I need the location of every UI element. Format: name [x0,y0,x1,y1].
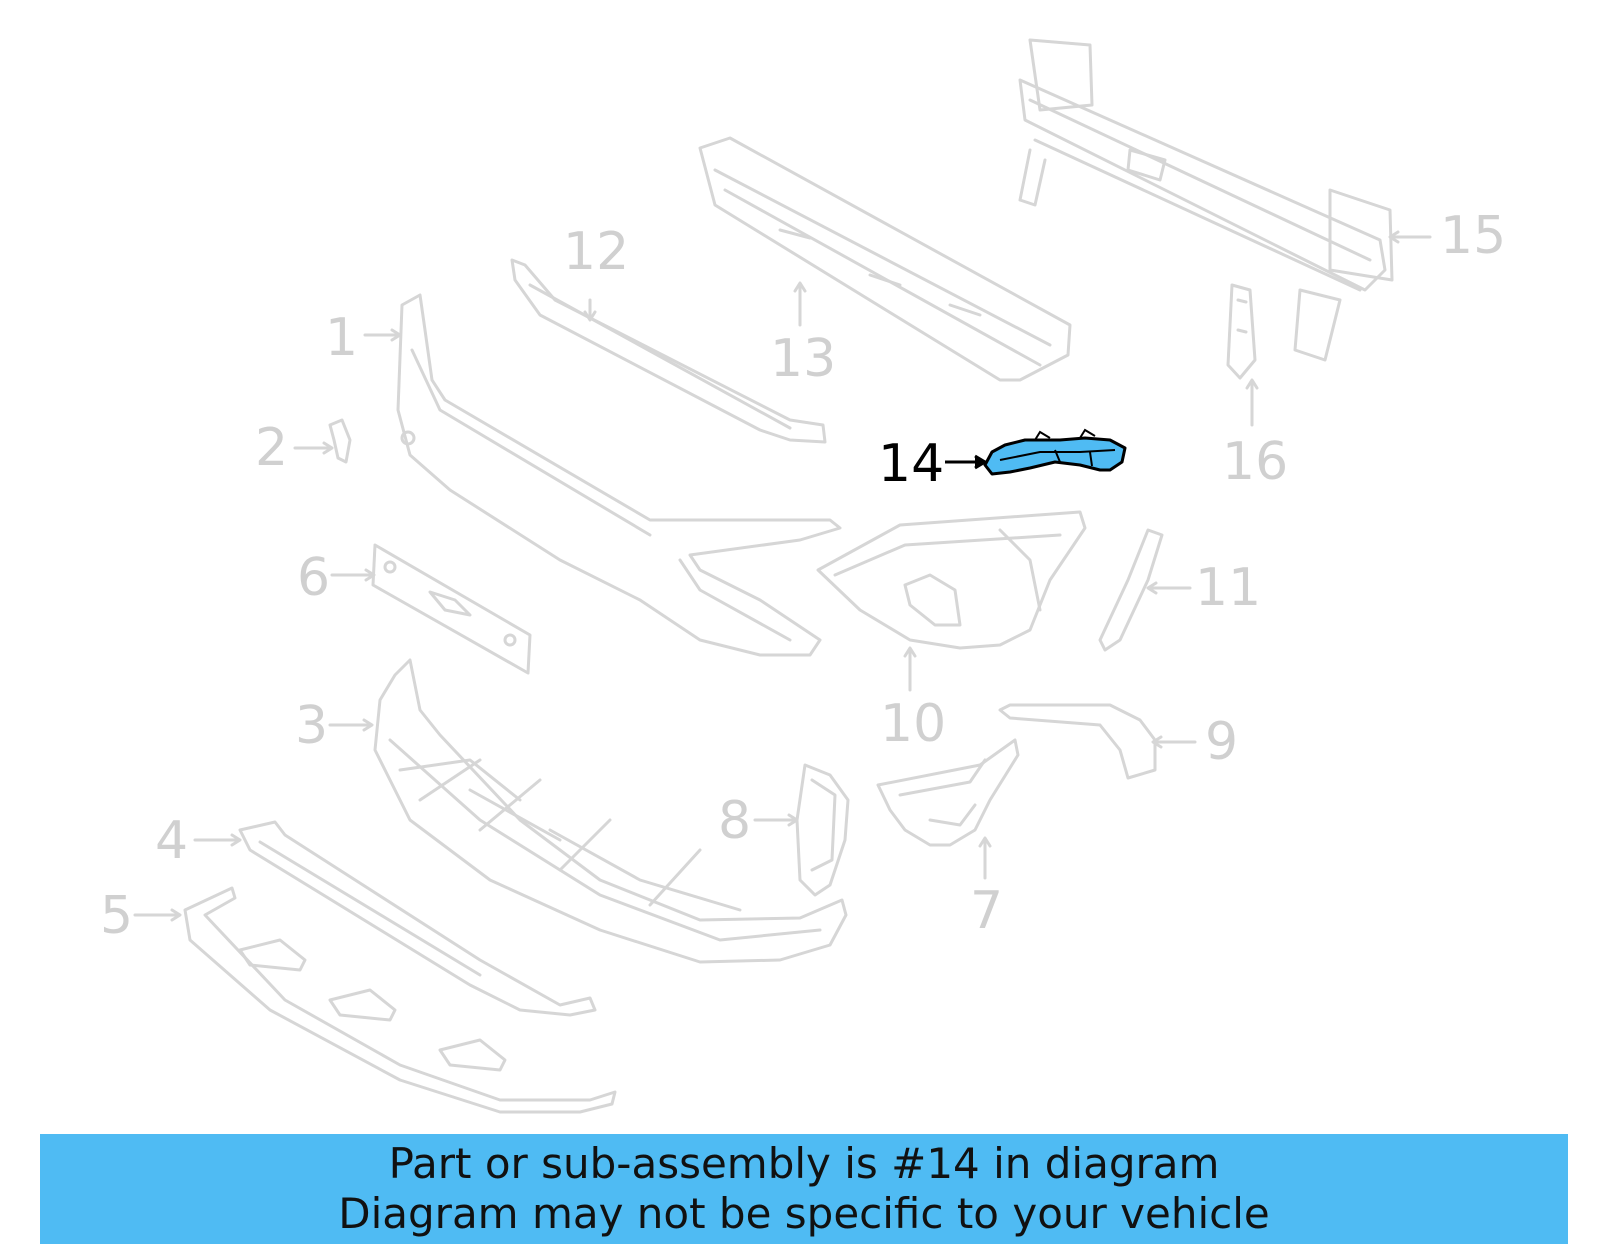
callout-6: 6 [297,548,331,608]
part-15-bumper-reinforcement [1018,38,1394,362]
callout-10: 10 [880,694,947,754]
callout-14: 14 [878,434,945,494]
callout-leaders [133,230,1432,922]
part-8-bezel-left [795,763,850,897]
callout-16: 16 [1222,432,1289,492]
part-7-fog-bezel [876,738,1020,847]
info-banner: Part or sub-assembly is #14 in diagram D… [40,1134,1568,1244]
callout-11: 11 [1195,558,1262,618]
callout-4: 4 [155,811,189,871]
callout-12: 12 [563,222,630,282]
part-9-garnish [998,703,1157,780]
part-14-highlighted-bracket [983,428,1127,476]
callout-8: 8 [718,791,752,851]
part-10-fog-housing [816,510,1087,650]
part-13-energy-absorber [698,136,1072,382]
part-11-side-trim [1098,528,1164,652]
callout-3: 3 [295,696,329,756]
part-3-lower-grille [373,658,848,964]
banner-line-1: Part or sub-assembly is #14 in diagram [388,1139,1220,1188]
callout-9: 9 [1205,712,1239,772]
callout-1: 1 [325,308,359,368]
part-4-lower-strip [238,820,597,1017]
part-5-skid-plate [183,886,617,1114]
part-6-license-bracket [371,543,532,675]
part-16-bracket [1226,283,1257,380]
callout-15: 15 [1440,206,1507,266]
callout-7: 7 [970,881,1004,941]
banner-line-2: Diagram may not be specific to your vehi… [338,1189,1270,1238]
part-12-upper-trim [510,258,827,444]
part-1-bumper-cover [396,293,842,657]
callout-13: 13 [770,329,837,389]
callout-5: 5 [100,886,134,946]
parts-diagram [133,38,1432,1114]
callout-2: 2 [255,418,289,478]
part-2-clip [328,418,352,464]
callout-leader-14 [945,454,988,470]
